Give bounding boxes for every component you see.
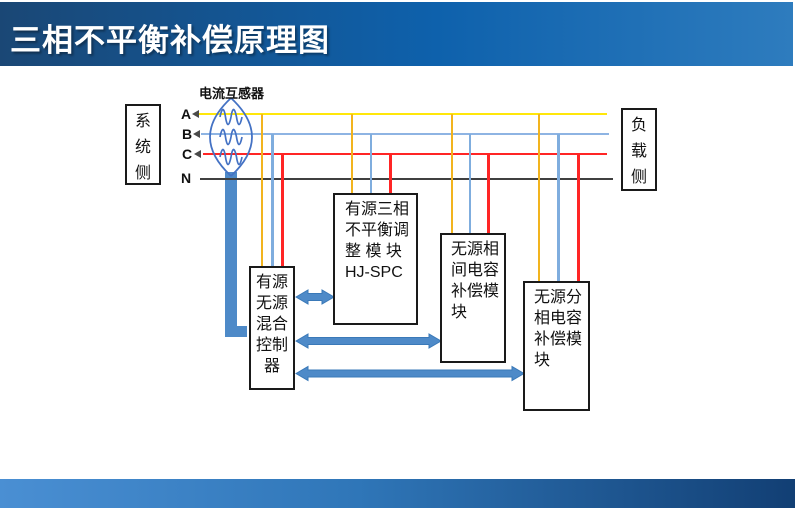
- phase-c-start-arrow-icon: [194, 149, 201, 158]
- module-interphase-capacitor: 无源相 间电容 补偿模 块: [440, 233, 506, 363]
- neutral-tap-bar-vertical: [225, 172, 237, 337]
- neutral-tap-bar-foot: [225, 326, 247, 337]
- neutral-label: N: [181, 170, 192, 186]
- tap-a-to-adjust-module: [350, 114, 353, 194]
- arrow-controller-splitphase: [295, 365, 525, 382]
- page-title: 三相不平衡补偿原理图: [10, 23, 330, 58]
- phase-a-line: [199, 112, 607, 115]
- module-split-phase-capacitor: 无源分 相电容 补偿模 块: [523, 281, 590, 411]
- phase-b-start-arrow-icon: [193, 129, 200, 138]
- tap-c-to-adjust-module: [389, 154, 392, 194]
- module-hybrid-controller: 有源 无源 混合 控制 器: [249, 266, 295, 390]
- tap-a-to-controller: [260, 114, 263, 267]
- phase-a-label: A: [181, 106, 192, 122]
- tap-b-to-splitphase-module: [557, 134, 560, 282]
- tap-b-to-interphase-module: [468, 134, 471, 234]
- tap-b-to-controller: [271, 134, 274, 267]
- load-side-box: 负 载 侧: [621, 108, 657, 191]
- arrow-controller-interphase: [295, 333, 442, 349]
- module-three-phase-adjust: 有源三相 不平衡调 整 模 块 HJ-SPC: [333, 193, 418, 325]
- phase-b-line: [201, 132, 609, 135]
- title-bar: 三相不平衡补偿原理图: [0, 2, 793, 66]
- current-transformer-lens-left-icon: [209, 97, 232, 177]
- tap-b-to-adjust-module: [369, 134, 372, 194]
- tap-a-to-interphase-module: [450, 114, 453, 234]
- tap-c-to-interphase-module: [487, 154, 490, 234]
- system-side-box: 系 统 侧: [125, 104, 161, 185]
- current-transformer-label: 电流互感器: [199, 86, 265, 101]
- neutral-line: [200, 177, 613, 180]
- phase-a-start-arrow-icon: [192, 109, 199, 118]
- tap-a-to-splitphase-module: [537, 114, 540, 282]
- bottom-decoration-band: [0, 479, 795, 508]
- tap-c-to-splitphase-module: [577, 154, 580, 282]
- phase-c-label: C: [182, 146, 193, 162]
- phase-b-label: B: [182, 126, 193, 142]
- current-transformer-lens-right-icon: [230, 97, 253, 177]
- phase-c-line: [203, 152, 607, 155]
- tap-c-to-controller: [281, 154, 284, 267]
- arrow-controller-adjust: [295, 289, 335, 305]
